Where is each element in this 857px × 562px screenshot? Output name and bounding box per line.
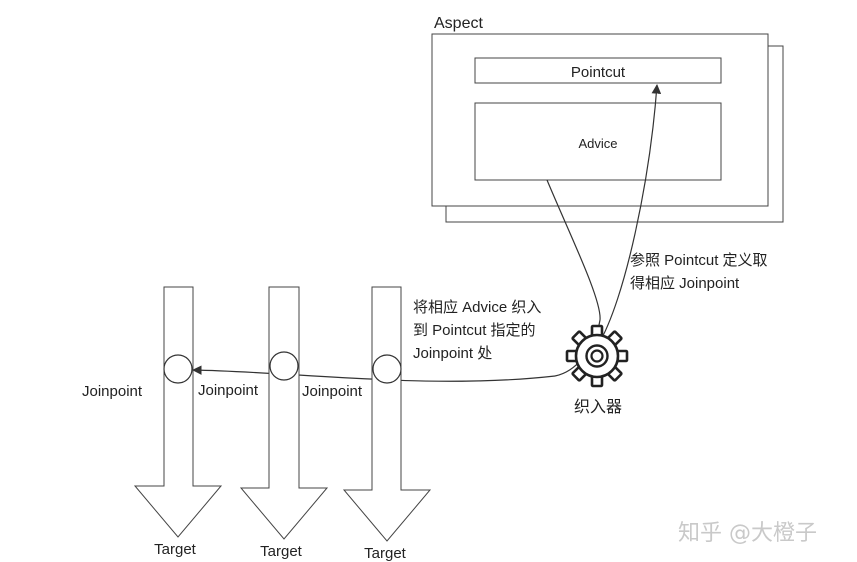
- target-arrow-shape: [342, 286, 432, 542]
- joinpoint-circle: [163, 354, 193, 384]
- target-arrow-shape: [133, 286, 223, 538]
- reference-pointcut-arrow: [597, 84, 662, 346]
- target-label: Target: [260, 543, 303, 560]
- reference-note-line2: 得相应 Joinpoint: [630, 274, 740, 292]
- weave-note-line2: 到 Pointcut 指定的: [413, 322, 536, 339]
- target-1: Joinpoint Target: [82, 286, 223, 558]
- gear-icon: [565, 324, 629, 388]
- aspect-container: Aspect Pointcut Advice: [431, 15, 784, 223]
- watermark: 知乎 @大橙子: [678, 521, 817, 546]
- joinpoint-label: Joinpoint: [302, 383, 363, 400]
- weave-note-line3: Joinpoint 处: [413, 345, 492, 362]
- joinpoint-label: Joinpoint: [198, 382, 259, 399]
- joinpoint-label: Joinpoint: [82, 383, 143, 400]
- advice-box: [474, 102, 722, 181]
- pointcut-box: [474, 57, 722, 84]
- target-2: Joinpoint Target: [198, 286, 329, 560]
- target-label: Target: [364, 545, 407, 562]
- target-label: Target: [154, 541, 197, 558]
- advice-label: Advice: [578, 136, 617, 151]
- weave-note-line1: 将相应 Advice 织入: [413, 298, 541, 316]
- weave-to-joinpoint-arrow: [192, 365, 556, 382]
- target-arrow-shape: [239, 286, 329, 540]
- joinpoint-circle: [269, 351, 299, 381]
- reference-note-line1: 参照 Pointcut 定义取: [630, 252, 768, 269]
- target-3: Joinpoint Target: [302, 286, 432, 562]
- joinpoint-circle: [372, 354, 402, 384]
- weaver: 织入器: [565, 324, 629, 416]
- aspect-title: Aspect: [434, 15, 483, 32]
- pointcut-label: Pointcut: [571, 64, 626, 81]
- weaver-label: 织入器: [574, 398, 622, 416]
